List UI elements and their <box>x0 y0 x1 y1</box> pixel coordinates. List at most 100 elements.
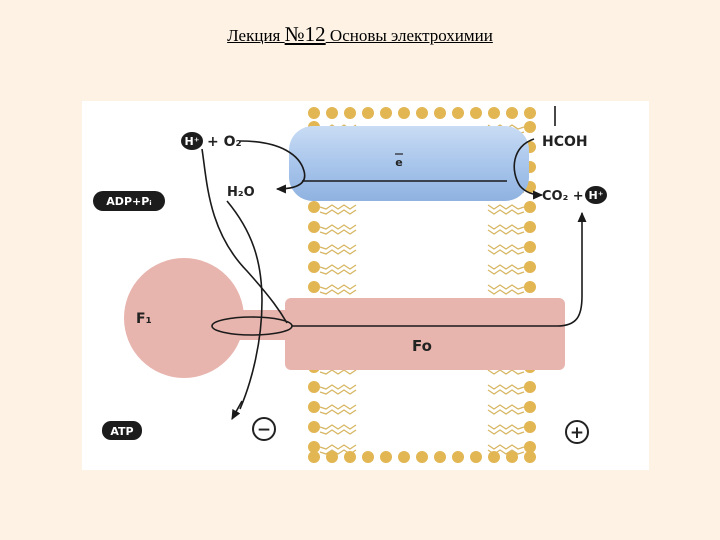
title-number: №12 <box>285 22 326 46</box>
lipid-head <box>524 121 536 133</box>
adp-label: ADP+Pᵢ <box>106 195 151 208</box>
lipid-head <box>488 107 500 119</box>
lipid-head <box>308 281 320 293</box>
lipid-tail <box>488 445 524 449</box>
lipid-tail <box>488 370 524 374</box>
title-prefix: Лекция <box>227 26 284 45</box>
lipid-tail <box>488 205 524 209</box>
lipid-tail <box>488 265 524 269</box>
lipid-head <box>434 451 446 463</box>
lipid-head <box>524 281 536 293</box>
slide-title: Лекция №12 Основы электрохимии <box>0 22 720 47</box>
minus-label: − <box>257 420 271 440</box>
lipid-head <box>488 451 500 463</box>
lipid-tail <box>320 245 356 249</box>
lipid-tail <box>320 250 356 254</box>
lipid-head <box>308 421 320 433</box>
h-plus-top-label: H⁺ <box>184 135 199 148</box>
lipid-head <box>524 421 536 433</box>
lipid-tail <box>488 405 524 409</box>
lipid-tail <box>488 250 524 254</box>
atp-label: ATP <box>110 425 133 438</box>
h-plus-top: H⁺ <box>181 132 203 150</box>
lipid-head <box>524 401 536 413</box>
lipid-tail <box>488 410 524 414</box>
f1-label: F₁ <box>136 311 152 327</box>
atp-arrow-head <box>232 401 242 419</box>
lipid-head <box>470 451 482 463</box>
diagram-canvas: H⁺ + O₂ H₂O e HCOH CO₂ + H⁺ ADP+Pᵢ ATP F… <box>82 101 649 470</box>
co2-label: CO₂ + <box>542 189 584 204</box>
lipid-tail <box>488 285 524 289</box>
lipid-head <box>524 261 536 273</box>
lipid-head <box>344 107 356 119</box>
title-suffix: Основы электрохимии <box>326 26 493 45</box>
lipid-tail <box>488 245 524 249</box>
lipid-head <box>524 201 536 213</box>
lipid-tail <box>320 225 356 229</box>
lipid-tail <box>320 430 356 434</box>
lipid-head <box>344 451 356 463</box>
fo-label: Fo <box>412 337 432 355</box>
minus-sign: − <box>253 418 275 440</box>
lipid-tail <box>320 205 356 209</box>
lipid-head <box>524 107 536 119</box>
lipid-head <box>326 451 338 463</box>
lipid-head <box>506 451 518 463</box>
fo-body <box>285 298 565 370</box>
lipid-head <box>434 107 446 119</box>
atp-pill: ATP <box>102 421 142 440</box>
lipid-tail <box>488 430 524 434</box>
lipid-head <box>452 107 464 119</box>
lipid-head <box>308 221 320 233</box>
lipid-tail <box>488 225 524 229</box>
adp-pill: ADP+Pᵢ <box>93 191 165 211</box>
lipid-head <box>524 381 536 393</box>
o2-label: + O₂ <box>207 134 242 150</box>
h-plus-right-label: H⁺ <box>588 189 603 202</box>
lipid-tail <box>320 370 356 374</box>
lipid-head <box>398 451 410 463</box>
lipid-head <box>380 451 392 463</box>
lipid-head <box>308 201 320 213</box>
lipid-tail <box>488 425 524 429</box>
lipid-head <box>506 107 518 119</box>
lipid-tail <box>320 230 356 234</box>
lipid-tail <box>320 290 356 294</box>
lipid-tail <box>488 210 524 214</box>
lipid-head <box>416 107 428 119</box>
atp-synthase-diagram: H⁺ + O₂ H₂O e HCOH CO₂ + H⁺ ADP+Pᵢ ATP F… <box>82 101 649 470</box>
lipid-head <box>308 261 320 273</box>
lipid-tail <box>320 270 356 274</box>
lipid-head <box>308 241 320 253</box>
lipid-head <box>308 401 320 413</box>
lipid-tail <box>488 290 524 294</box>
electron-label: e <box>395 156 402 169</box>
lipid-head <box>524 221 536 233</box>
h2o-label: H₂O <box>227 185 255 200</box>
electron-transport-protein <box>289 126 529 201</box>
lipid-head <box>362 451 374 463</box>
lipid-head <box>362 107 374 119</box>
lipid-tail <box>320 425 356 429</box>
lipid-tail <box>320 410 356 414</box>
lipid-tail <box>320 445 356 449</box>
lipid-head <box>470 107 482 119</box>
lipid-tail <box>320 405 356 409</box>
lipid-head <box>308 107 320 119</box>
lipid-tail <box>320 385 356 389</box>
lipid-tail <box>320 285 356 289</box>
plus-sign: + <box>566 421 588 443</box>
lipid-tail <box>488 270 524 274</box>
lipid-head <box>308 451 320 463</box>
lipid-head <box>452 451 464 463</box>
lipid-tail <box>488 230 524 234</box>
lipid-tail <box>320 210 356 214</box>
hcoh-label: HCOH <box>542 134 588 150</box>
lipid-tail <box>320 265 356 269</box>
plus-label: + <box>570 423 584 443</box>
lipid-head <box>380 107 392 119</box>
lipid-head <box>524 241 536 253</box>
lipid-tail <box>488 385 524 389</box>
lipid-head <box>308 381 320 393</box>
